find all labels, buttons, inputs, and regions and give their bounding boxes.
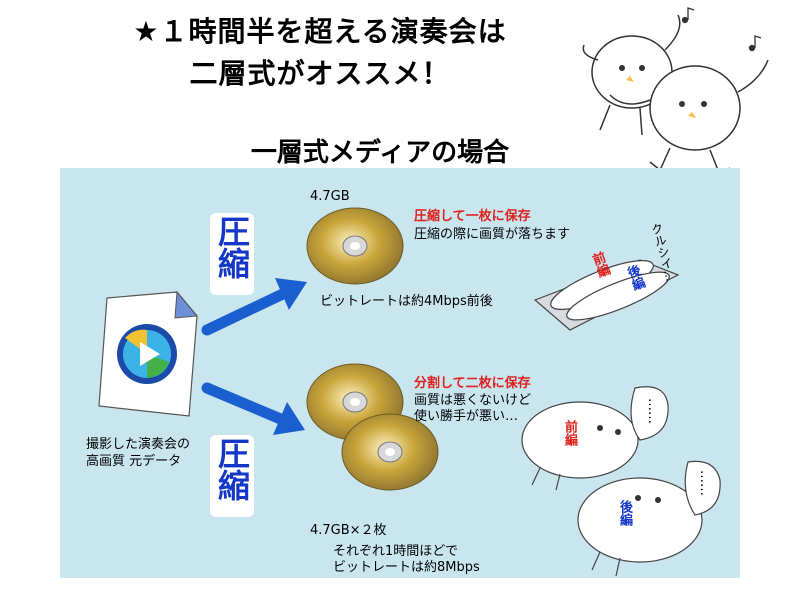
single-capacity-label: 4.7GB (310, 189, 350, 204)
speech-text-1: …… (645, 398, 660, 424)
arrow-lower (201, 382, 289, 426)
compress-label-lower: 圧縮 (210, 435, 254, 517)
source-caption-line-1: 撮影した演奏会の (86, 437, 191, 452)
compress-arrows (201, 278, 307, 435)
dual-title: 分割して二枚に保存 (414, 376, 531, 391)
bird-front-body (521, 401, 639, 479)
dual-note-line-2: 使い勝手が悪い… (414, 409, 519, 424)
disc-single-icon (306, 207, 404, 285)
bird-right-body (649, 65, 741, 151)
single-bitrate: ビットレートは約4Mbps前後 (320, 294, 493, 309)
bird-back-body (577, 477, 703, 563)
arrow-upper (201, 286, 293, 336)
headline-line-2: 二層式がオススメ！ (189, 57, 451, 90)
section-title: 一層式メディアの場合 (250, 138, 510, 168)
speech-text-2: …… (697, 470, 712, 496)
dancing-birds-illustration (582, 7, 769, 177)
single-note: 圧縮の際に画質が落ちます (414, 227, 571, 242)
speech-bubble-2 (684, 460, 721, 516)
dual-duration: それぞれ1時間ほどで (333, 544, 459, 559)
bird-front-label: 前編 (562, 420, 577, 446)
compress-label-lower-text: 圧縮 (213, 437, 251, 501)
speech-bubble-1 (630, 386, 669, 441)
single-title: 圧縮して一枚に保存 (414, 209, 531, 224)
dual-capacity-label: 4.7GB×２枚 (310, 523, 387, 538)
compress-label-upper-text: 圧縮 (213, 215, 251, 279)
dual-bitrate: ビットレートは約8Mbps (333, 560, 480, 575)
compress-label-upper: 圧縮 (210, 213, 254, 295)
squished-birds-illustration (533, 259, 680, 331)
two-birds-illustration (521, 386, 721, 577)
headline-line-1: ★１時間半を超える演奏会は (133, 15, 507, 48)
dual-note-line-1: 画質は悪くないけど (414, 393, 532, 408)
bird-back-label: 後編 (617, 500, 632, 526)
disc-dual-icon-2 (341, 413, 439, 491)
source-caption-line-2: 高画質 元データ (86, 454, 182, 469)
video-file-icon (98, 290, 198, 417)
